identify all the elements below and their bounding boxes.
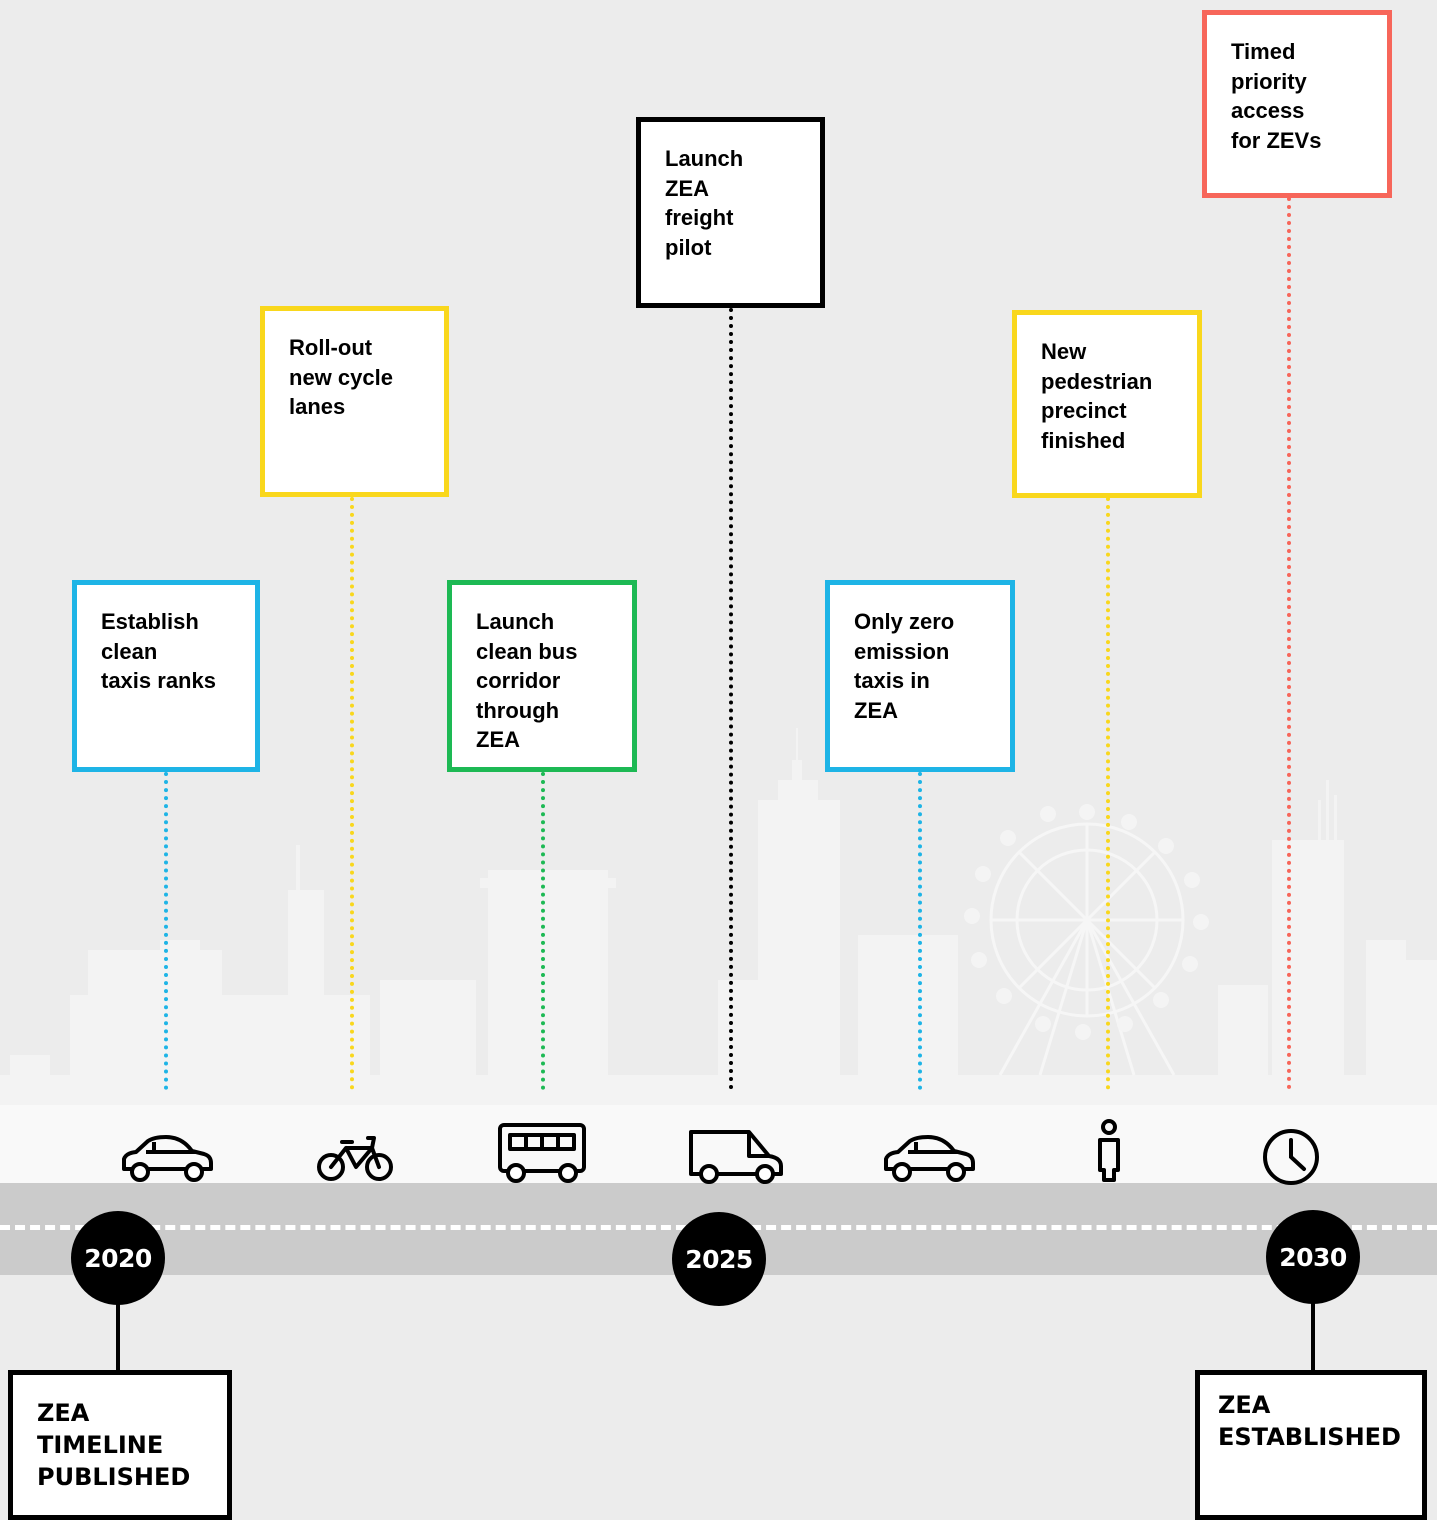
milestone-text-line: priority [1231,68,1307,94]
connector-pedestrian-precinct [1106,497,1110,1090]
milestone-roll-out-cycle-lanes: Roll-out new cycle lanes [260,306,449,497]
milestone-text-line: clean [101,638,158,664]
milestone-text-line: New [1041,339,1087,364]
milestone-text-line: ZEA [854,697,898,723]
milestone-text-line: freight [665,205,734,230]
clock-icon [1263,1129,1319,1185]
milestone-text-line: taxis in [854,668,930,693]
milestone-text-line: pilot [665,234,712,260]
connector-zero-emission-taxis [918,772,922,1090]
year-marker-2025: 2025 [672,1212,766,1306]
connector-establish-clean-taxi-ranks [164,772,168,1090]
milestone-text-line: taxis ranks [101,668,216,693]
start-box-timeline-published: ZEA TIMELINE PUBLISHED [8,1370,232,1520]
milestone-text-line: access [1231,98,1305,123]
milestone-text-line: for ZEVs [1231,127,1322,153]
milestone-text-line: Launch [476,609,555,634]
stem-2020 [116,1280,120,1375]
start-box-line: TIMELINE [37,1431,164,1459]
milestone-text-line: through [476,697,560,723]
bicycle-icon [317,1136,393,1181]
end-box-zea-established: ZEA ESTABLISHED [1195,1370,1427,1520]
connector-roll-out-cycle-lanes [350,497,354,1090]
connector-timed-priority-access [1287,197,1291,1090]
milestone-text-line: Establish [101,609,199,634]
milestone-text-line: new cycle [289,364,393,390]
car-icon [884,1135,975,1182]
start-box-line: PUBLISHED [37,1463,191,1491]
milestone-text-line: corridor [476,668,561,693]
connector-clean-bus-corridor [541,772,545,1090]
milestone-text-line: Roll-out [289,335,373,360]
van-icon [689,1130,783,1184]
milestone-text-line: Only zero [854,609,955,634]
milestone-text-line: precinct [1041,398,1127,423]
year-marker-2020: 2020 [71,1211,165,1305]
milestone-clean-bus-corridor: Launch clean bus corridor through ZEA [447,580,637,772]
year-label: 2020 [84,1243,152,1273]
end-box-line: ESTABLISHED [1218,1423,1401,1451]
milestone-text-line: lanes [289,394,346,419]
milestone-text-line: clean bus [476,638,578,664]
milestone-text-line: ZEA [476,727,520,752]
milestone-text-line: Launch [665,146,744,171]
end-box-line: ZEA [1218,1391,1271,1419]
car-icon [122,1135,213,1182]
year-label: 2030 [1279,1242,1347,1272]
pedestrian-icon [1098,1119,1120,1182]
connector-freight-pilot [729,308,733,1090]
milestone-text-line: finished [1041,427,1126,453]
milestone-text-line: ZEA [665,175,709,201]
year-marker-2030: 2030 [1266,1210,1360,1304]
start-box-line: ZEA [37,1399,90,1427]
milestone-text-line: pedestrian [1041,368,1153,394]
milestone-text-line: emission [854,638,950,664]
year-label: 2025 [685,1244,753,1274]
milestone-zero-emission-taxis: Only zero emission taxis in ZEA [825,580,1015,772]
bus-icon [498,1123,586,1183]
milestone-text-line: Timed [1231,39,1296,64]
stem-2030 [1311,1280,1315,1375]
milestone-timed-priority-access: Timed priority access for ZEVs [1202,10,1392,198]
milestone-freight-pilot: Launch ZEA freight pilot [636,117,825,308]
milestone-establish-clean-taxi-ranks: Establish clean taxis ranks [72,580,260,772]
milestone-pedestrian-precinct: New pedestrian precinct finished [1012,310,1202,498]
